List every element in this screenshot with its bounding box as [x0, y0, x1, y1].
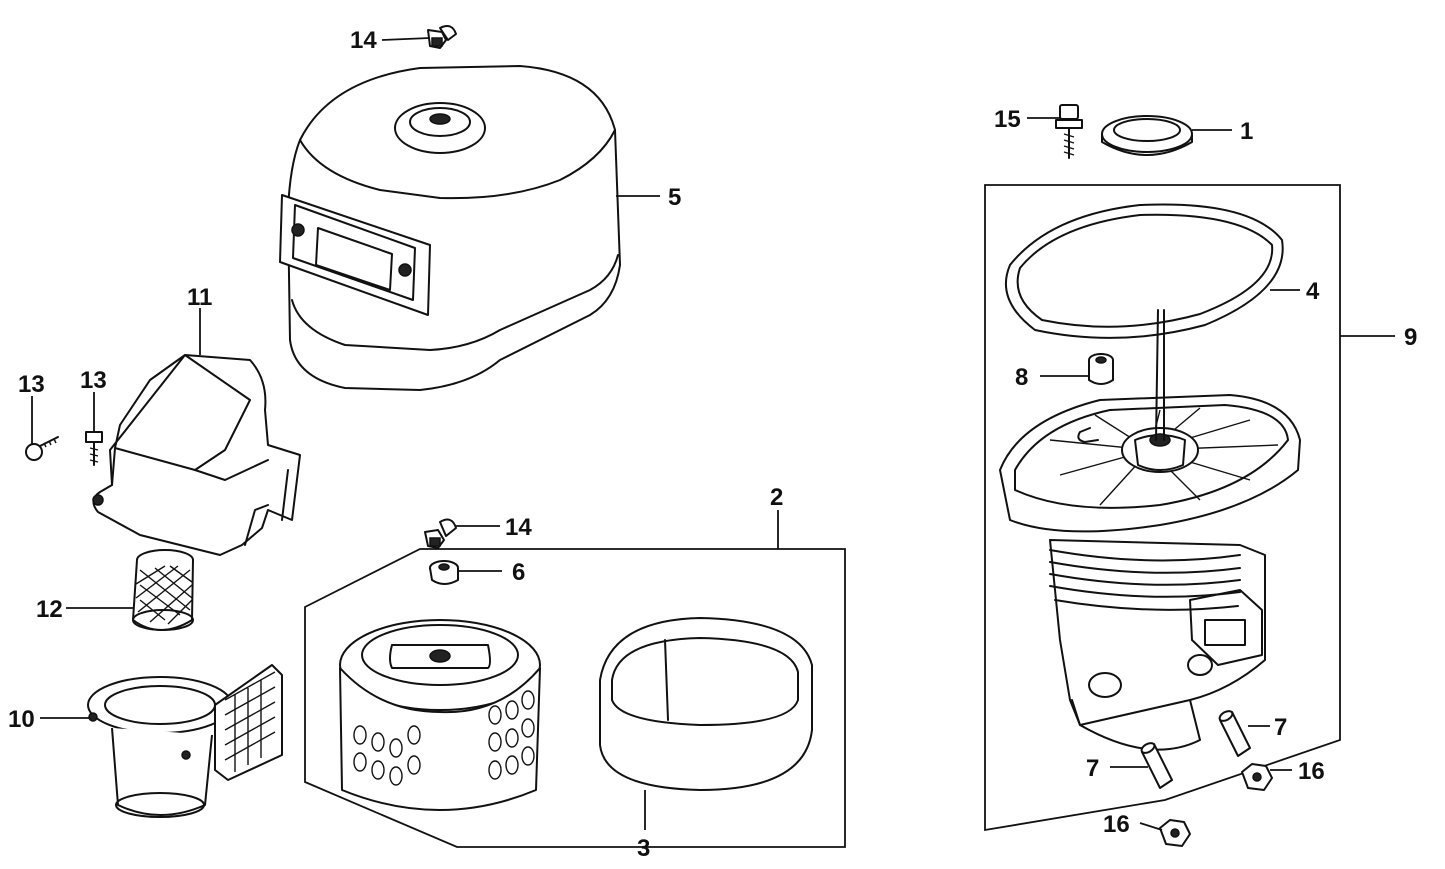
part-13-screw-a [25, 436, 59, 461]
part-1-seal-ring [1101, 115, 1193, 156]
part-15-bolt [1055, 104, 1083, 159]
part-2-group-outline [304, 548, 846, 848]
part-14-wing-nut-top [427, 25, 457, 49]
callout-3: 3 [637, 835, 650, 862]
part-3-foam-filter [599, 617, 813, 791]
callout-9: 9 [1404, 324, 1417, 351]
callout-13-right: 13 [80, 367, 107, 394]
callout-6: 6 [512, 559, 525, 586]
part-7-pin-a [1218, 710, 1251, 757]
callout-10: 10 [8, 706, 35, 733]
part-10-elbow-base [87, 664, 283, 818]
callout-8: 8 [1015, 364, 1028, 391]
part-11-duct-cover [92, 354, 301, 556]
callout-1: 1 [1240, 118, 1253, 145]
part-7-pin-b [1140, 742, 1173, 789]
part-16-nut-b [1159, 819, 1191, 847]
leader-lines [31, 37, 1395, 831]
part-13-screw-b [85, 431, 103, 466]
part-6-nut [429, 560, 459, 585]
callout-11: 11 [187, 284, 212, 311]
callout-7-right: 7 [1274, 714, 1287, 741]
part-5-air-cleaner-cover [279, 65, 621, 391]
callout-5: 5 [668, 184, 681, 211]
part-12-screen [132, 549, 194, 631]
part-14-wing-nut-middle [424, 518, 457, 549]
callout-16-right: 16 [1298, 758, 1325, 785]
part-2-filter-element [339, 619, 541, 811]
part-9-case-assembly [999, 309, 1301, 751]
callout-16-bottom: 16 [1103, 811, 1130, 838]
callout-12: 12 [36, 596, 63, 623]
callout-7-left: 7 [1086, 755, 1099, 782]
part-4-gasket [1004, 203, 1284, 339]
callout-4: 4 [1306, 278, 1320, 305]
callout-14-top: 14 [350, 27, 377, 54]
part-8-collar [1088, 353, 1114, 385]
callout-2: 2 [770, 484, 783, 511]
callout-15: 15 [994, 106, 1021, 133]
callout-13-left: 13 [18, 371, 45, 398]
callout-14-middle: 14 [505, 514, 532, 541]
part-16-nut-a [1241, 763, 1273, 791]
